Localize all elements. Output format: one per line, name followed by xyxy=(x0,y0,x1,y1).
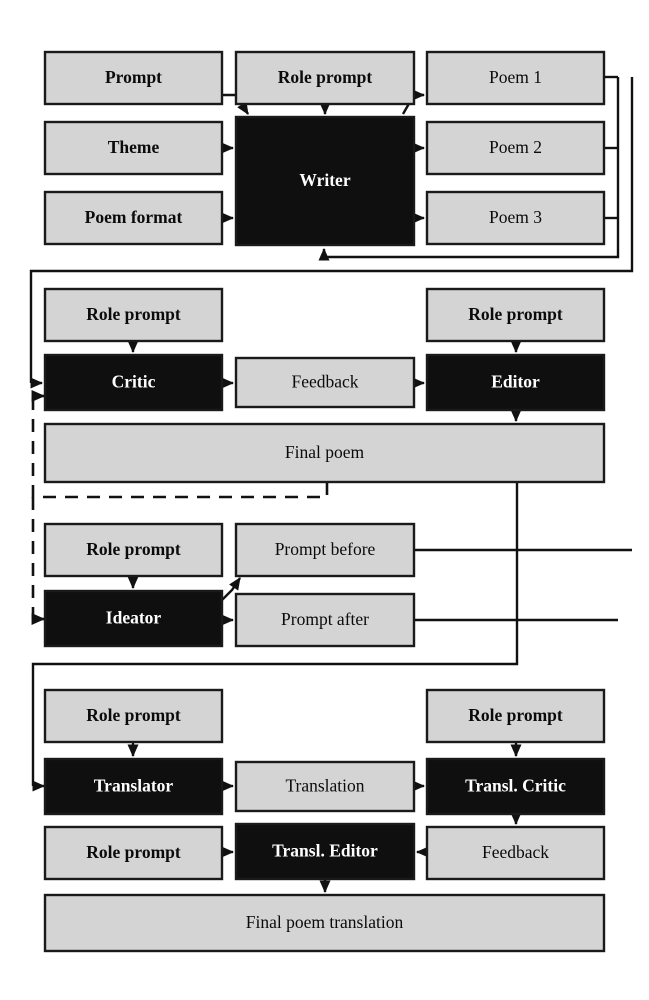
node-prompt_after[interactable]: Prompt after xyxy=(234,592,416,648)
node-ideator[interactable]: Ideator xyxy=(43,589,224,648)
node-final_translation[interactable]: Final poem translation xyxy=(43,893,606,953)
node-box-poem1 xyxy=(425,50,606,106)
edge-poems-to-writer xyxy=(318,77,620,261)
node-label-prompt_after: Prompt after xyxy=(281,609,369,629)
node-final_poem[interactable]: Final poem xyxy=(43,422,606,484)
node-label-role_prompt_teditor: Role prompt xyxy=(86,842,181,862)
node-feedback_transl[interactable]: Feedback xyxy=(425,825,606,881)
node-box-theme xyxy=(43,120,224,176)
node-box-role_prompt_editor xyxy=(425,287,606,343)
node-box-ideator xyxy=(43,589,224,648)
node-box-final_translation xyxy=(43,893,606,953)
node-translator[interactable]: Translator xyxy=(43,757,224,816)
node-poem_format[interactable]: Poem format xyxy=(43,190,224,246)
node-label-editor: Editor xyxy=(491,372,540,392)
node-label-prompt_before: Prompt before xyxy=(275,539,376,559)
node-role_prompt_teditor[interactable]: Role prompt xyxy=(43,825,224,881)
node-translation[interactable]: Translation xyxy=(234,760,416,813)
node-label-feedback_poem: Feedback xyxy=(291,372,358,392)
node-box-final_poem xyxy=(43,422,606,484)
node-label-role_prompt_editor: Role prompt xyxy=(468,304,563,324)
node-box-poem2 xyxy=(425,120,606,176)
node-role_prompt_transl[interactable]: Role prompt xyxy=(43,688,224,744)
node-label-role_prompt_critic: Role prompt xyxy=(86,304,181,324)
node-role_prompt_critic[interactable]: Role prompt xyxy=(43,287,224,343)
node-box-editor xyxy=(425,353,606,412)
node-poem2[interactable]: Poem 2 xyxy=(425,120,606,176)
node-box-transl_critic xyxy=(425,757,606,816)
node-box-prompt_before xyxy=(234,522,416,578)
node-label-poem3: Poem 3 xyxy=(489,207,542,227)
edge-ideator-to-promptbefore xyxy=(221,577,241,601)
node-feedback_poem[interactable]: Feedback xyxy=(234,356,416,409)
node-label-poem1: Poem 1 xyxy=(489,67,542,87)
node-role_prompt_editor[interactable]: Role prompt xyxy=(425,287,606,343)
node-box-translator xyxy=(43,757,224,816)
node-box-transl_editor xyxy=(234,822,416,881)
node-label-ideator: Ideator xyxy=(106,608,162,628)
node-label-final_translation: Final poem translation xyxy=(246,912,404,932)
node-box-role_prompt_teditor xyxy=(43,825,224,881)
node-label-final_poem: Final poem xyxy=(285,442,365,462)
node-label-theme: Theme xyxy=(108,137,160,157)
node-label-role_prompt_tcritic: Role prompt xyxy=(468,705,563,725)
edge-poems-to-critic xyxy=(29,77,634,383)
node-transl_editor[interactable]: Transl. Editor xyxy=(234,822,416,881)
node-label-role_prompt_transl: Role prompt xyxy=(86,705,181,725)
node-box-translation xyxy=(234,760,416,813)
node-label-poem2: Poem 2 xyxy=(489,137,542,157)
node-label-translator: Translator xyxy=(94,776,174,796)
connector-layer xyxy=(29,75,634,893)
node-prompt_before[interactable]: Prompt before xyxy=(234,522,416,578)
node-role_prompt_ideator[interactable]: Role prompt xyxy=(43,522,224,578)
node-label-feedback_transl: Feedback xyxy=(482,842,549,862)
node-box-role_prompt_writer xyxy=(234,50,416,106)
node-box-role_prompt_transl xyxy=(43,688,224,744)
node-box-critic xyxy=(43,353,224,412)
node-role_prompt_writer[interactable]: Role prompt xyxy=(234,50,416,106)
node-theme[interactable]: Theme xyxy=(43,120,224,176)
node-poem3[interactable]: Poem 3 xyxy=(425,190,606,246)
node-box-prompt_after xyxy=(234,592,416,648)
node-box-feedback_poem xyxy=(234,356,416,409)
node-writer[interactable]: Writer xyxy=(234,115,416,247)
node-label-writer: Writer xyxy=(299,170,350,190)
node-box-role_prompt_tcritic xyxy=(425,688,606,744)
node-label-transl_editor: Transl. Editor xyxy=(272,841,378,861)
node-transl_critic[interactable]: Transl. Critic xyxy=(425,757,606,816)
node-prompt[interactable]: Prompt xyxy=(43,50,224,106)
node-label-poem_format: Poem format xyxy=(85,207,183,227)
node-label-prompt: Prompt xyxy=(105,67,162,87)
node-poem1[interactable]: Poem 1 xyxy=(425,50,606,106)
edge-finalpoem-to-critic xyxy=(31,396,329,499)
node-box-role_prompt_critic xyxy=(43,287,224,343)
edge-finalpoem-to-translator xyxy=(31,482,519,786)
node-label-translation: Translation xyxy=(285,776,364,796)
node-label-role_prompt_ideator: Role prompt xyxy=(86,539,181,559)
node-box-feedback_transl xyxy=(425,825,606,881)
node-role_prompt_tcritic[interactable]: Role prompt xyxy=(425,688,606,744)
node-box-writer xyxy=(234,115,416,247)
node-label-role_prompt_writer: Role prompt xyxy=(278,67,373,87)
node-box-prompt xyxy=(43,50,224,106)
node-box-poem_format xyxy=(43,190,224,246)
node-critic[interactable]: Critic xyxy=(43,353,224,412)
node-editor[interactable]: Editor xyxy=(425,353,606,412)
node-label-transl_critic: Transl. Critic xyxy=(465,776,566,796)
node-box-role_prompt_ideator xyxy=(43,522,224,578)
node-label-critic: Critic xyxy=(112,372,156,392)
node-box-poem3 xyxy=(425,190,606,246)
